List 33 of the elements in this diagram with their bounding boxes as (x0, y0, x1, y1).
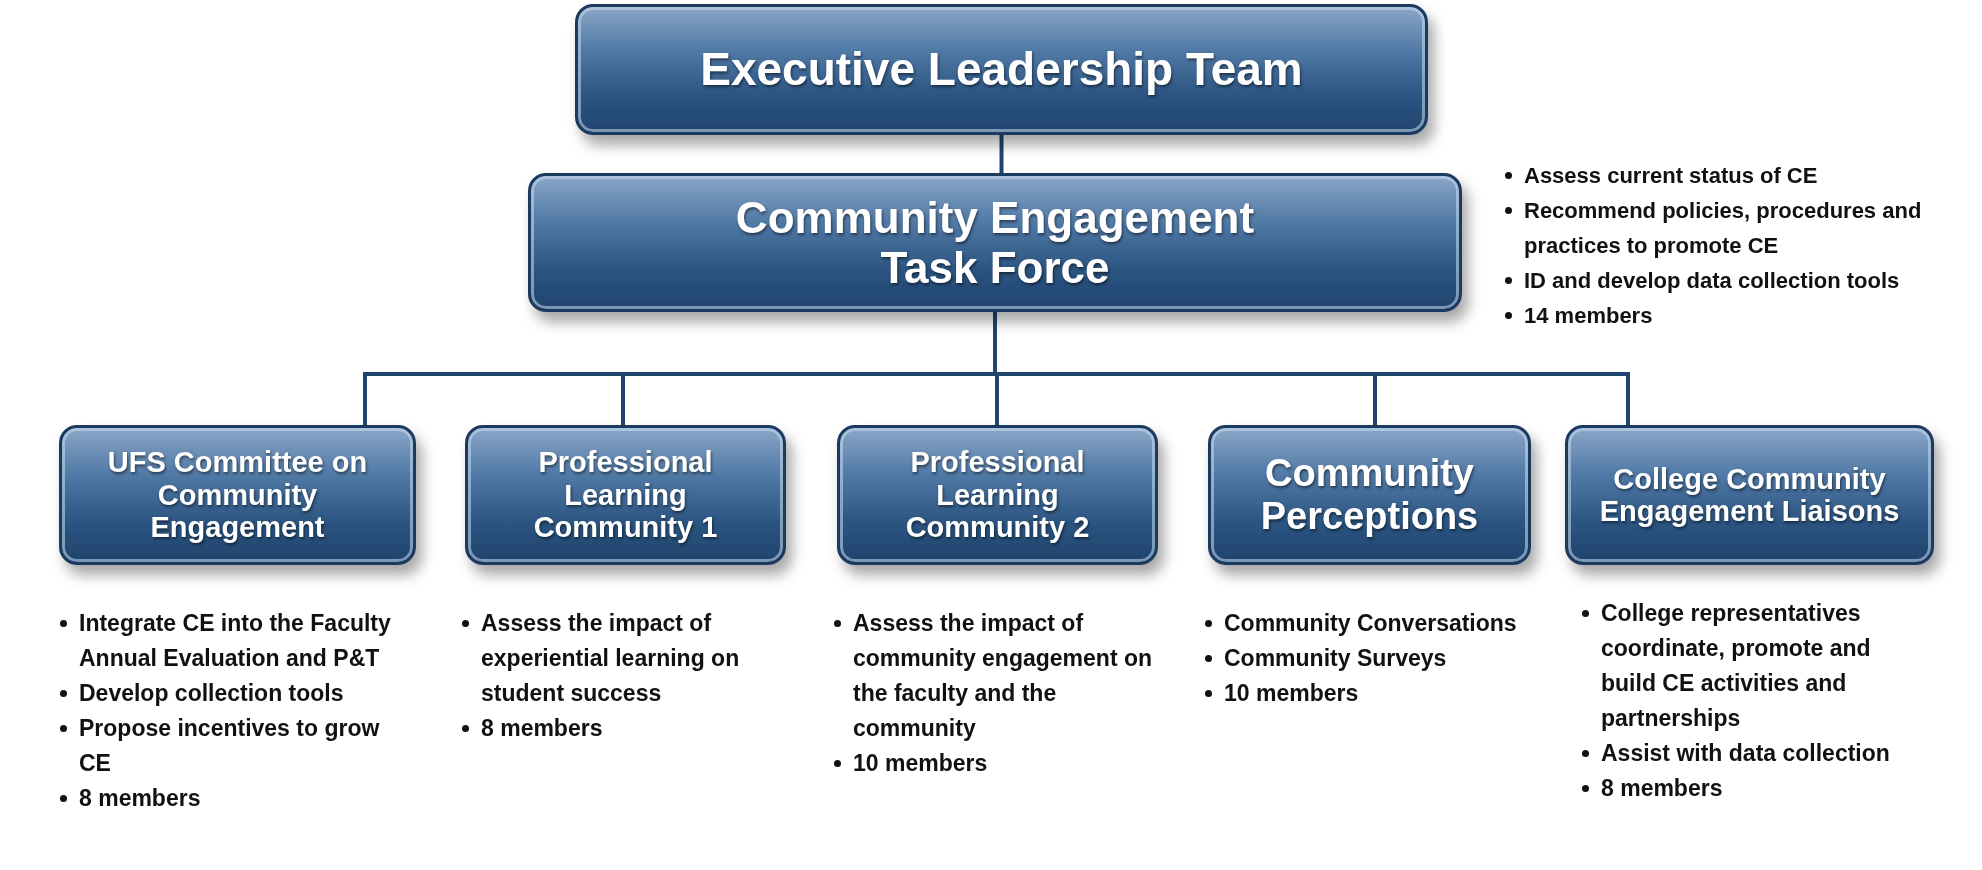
bullet-text: Assess current status of CE (1524, 162, 1819, 190)
org-box (59, 425, 416, 565)
org-box (1208, 425, 1531, 565)
org-box (837, 425, 1158, 565)
bullet-text: 10 members (853, 749, 989, 778)
org-box (575, 4, 1428, 135)
box-title: College Community Engagement Liaisons (1599, 462, 1900, 528)
bullet-text: Recommend policies, procedures and practices to promote CE (1524, 197, 1923, 260)
bullet-text: Develop collection tools (79, 679, 345, 708)
bullet-text: Assist with data collection (1601, 739, 1891, 768)
bullet-text: Community Conversations (1224, 609, 1518, 638)
box-title: Professional Learning Community 1 (532, 446, 719, 544)
bullet-text: Community Surveys (1224, 644, 1448, 673)
box-title: UFS Committee on Community Engagement (106, 446, 369, 544)
bullet-text: Integrate CE into the Faculty Annual Evaluation and P&T (79, 609, 392, 673)
bullet-text: ID and develop data collection tools (1524, 267, 1901, 295)
bullet-text: 14 members (1524, 302, 1654, 330)
bullet-text: 10 members (1224, 679, 1360, 708)
box-title: Community Engagement Task Force (734, 193, 1256, 292)
box-title: Community Perceptions (1259, 452, 1480, 538)
org-box (1565, 425, 1934, 565)
connector-line (999, 135, 1004, 173)
bullet-text: 8 members (481, 714, 604, 743)
bullet-text: 8 members (1601, 774, 1724, 803)
bullet-text: Propose incentives to grow CE (79, 714, 381, 778)
bullet-text: 8 members (79, 784, 202, 813)
bullet-text: College representatives coordinate, promote and build CE activities and partnerships (1601, 599, 1872, 733)
org-box (465, 425, 786, 565)
box-title: Executive Leadership Team (700, 43, 1303, 96)
org-box (528, 173, 1462, 312)
bullet-text: Assess the impact of experiential learning on student success (481, 609, 741, 708)
bullet-text: Assess the impact of community engagement on the faculty and the community (853, 609, 1154, 743)
box-title: Professional Learning Community 2 (904, 446, 1091, 544)
